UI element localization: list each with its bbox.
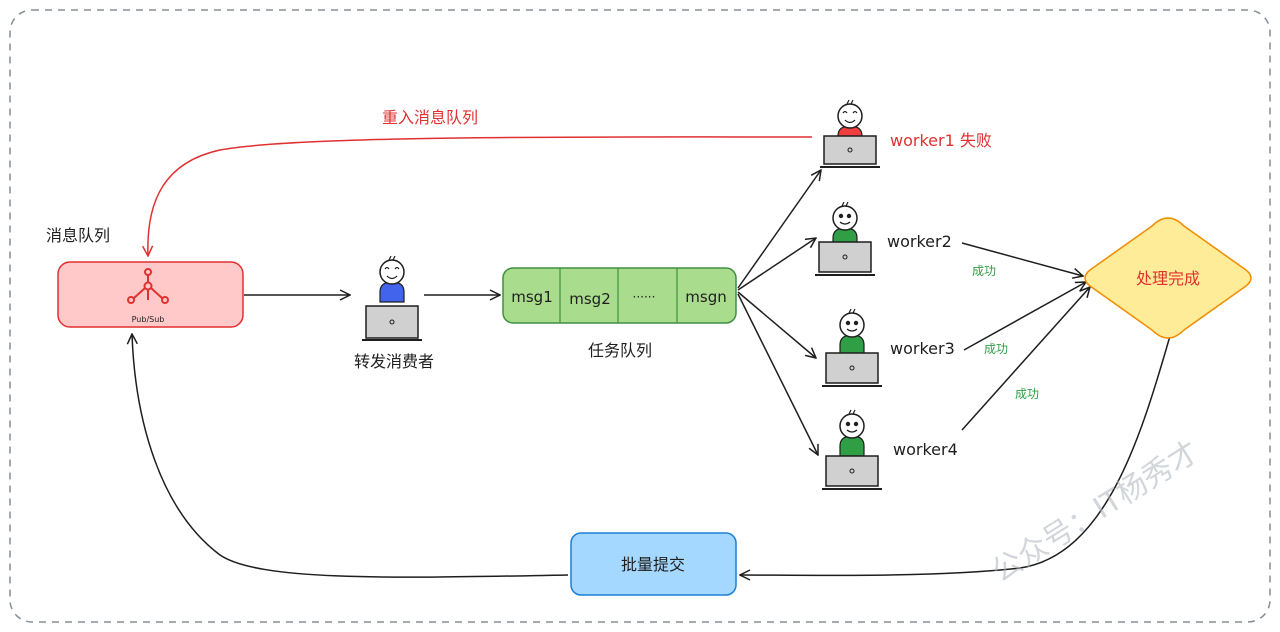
worker1-label: worker1 失败: [890, 131, 992, 150]
worker1-avatar: [820, 99, 880, 168]
worker4-avatar: [822, 409, 882, 490]
worker3-avatar: [822, 308, 882, 387]
arrow-requeue: [148, 136, 813, 256]
task-queue: msg1 msg2 ······ msgn: [502, 267, 737, 324]
message-queue-title: 消息队列: [46, 226, 110, 245]
arrow-queue-to-worker3: [737, 291, 816, 358]
worker2-avatar: [815, 201, 875, 276]
outer-frame: [9, 9, 1271, 623]
worker3-label: worker3: [890, 339, 955, 358]
arrow-worker4-to-done: [961, 287, 1090, 431]
requeue-label: 重入消息队列: [382, 108, 478, 127]
pubsub-icon: [127, 268, 169, 304]
forwarder-label: 转发消费者: [354, 352, 434, 371]
message-queue-node: Pub/Sub: [57, 261, 244, 328]
queue-cell: msgn: [685, 288, 726, 306]
arrow-queue-to-worker1: [737, 170, 821, 289]
success-label-worker2: 成功: [972, 264, 996, 278]
success-label-worker4: 成功: [1015, 387, 1039, 401]
arrow-worker2-to-done: [961, 242, 1083, 276]
pubsub-label: Pub/Sub: [132, 315, 165, 324]
queue-cell: ······: [633, 290, 656, 304]
batch-commit-node: 批量提交: [570, 532, 737, 596]
processing-done-node: 处理完成: [1084, 217, 1252, 339]
arrow-batch-to-mq: [132, 334, 569, 578]
queue-cell: msg2: [569, 290, 611, 308]
watermark-text: 公众号：IT杨秀才: [986, 434, 1206, 589]
task-queue-label: 任务队列: [588, 341, 652, 360]
arrow-done-to-batch: [740, 335, 1171, 575]
forwarder-avatar: [362, 255, 422, 341]
processing-done-label: 处理完成: [1136, 269, 1200, 288]
batch-commit-label: 批量提交: [621, 555, 685, 574]
arrow-queue-to-worker4: [737, 293, 818, 455]
arrow-worker3-to-done: [963, 282, 1086, 351]
queue-cell: msg1: [511, 288, 553, 306]
worker4-label: worker4: [893, 440, 958, 459]
arrow-queue-to-worker2: [737, 238, 816, 291]
success-label-worker3: 成功: [984, 342, 1008, 356]
worker2-label: worker2: [887, 232, 952, 251]
